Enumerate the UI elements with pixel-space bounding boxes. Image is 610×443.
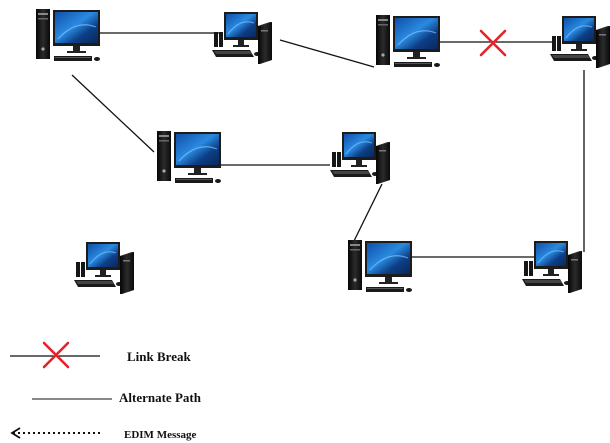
link-pc6-pc8 xyxy=(353,183,383,242)
computer-node xyxy=(375,14,441,68)
legend-edim-message-label: EDIM Message xyxy=(124,429,197,441)
computer-node xyxy=(347,239,413,293)
link-break-marker xyxy=(479,29,507,57)
dotted-arrow-left-icon xyxy=(10,427,100,439)
computer-node xyxy=(156,130,222,184)
network-links xyxy=(71,32,585,258)
computer-node xyxy=(329,131,391,185)
computer-node xyxy=(35,8,101,62)
computer-node xyxy=(549,15,610,69)
computer-node xyxy=(211,11,273,65)
link-pc1-pc5 xyxy=(71,74,155,153)
red-x-icon xyxy=(42,341,70,369)
legend-link-break-label: Link Break xyxy=(127,349,191,364)
link-pc2-pc3 xyxy=(279,39,375,68)
legend-alternate-path-label: Alternate Path xyxy=(119,390,202,405)
computer-node xyxy=(73,241,135,295)
computer-node xyxy=(521,240,583,294)
legend: Link Break Alternate Path EDIM Message xyxy=(10,341,202,441)
